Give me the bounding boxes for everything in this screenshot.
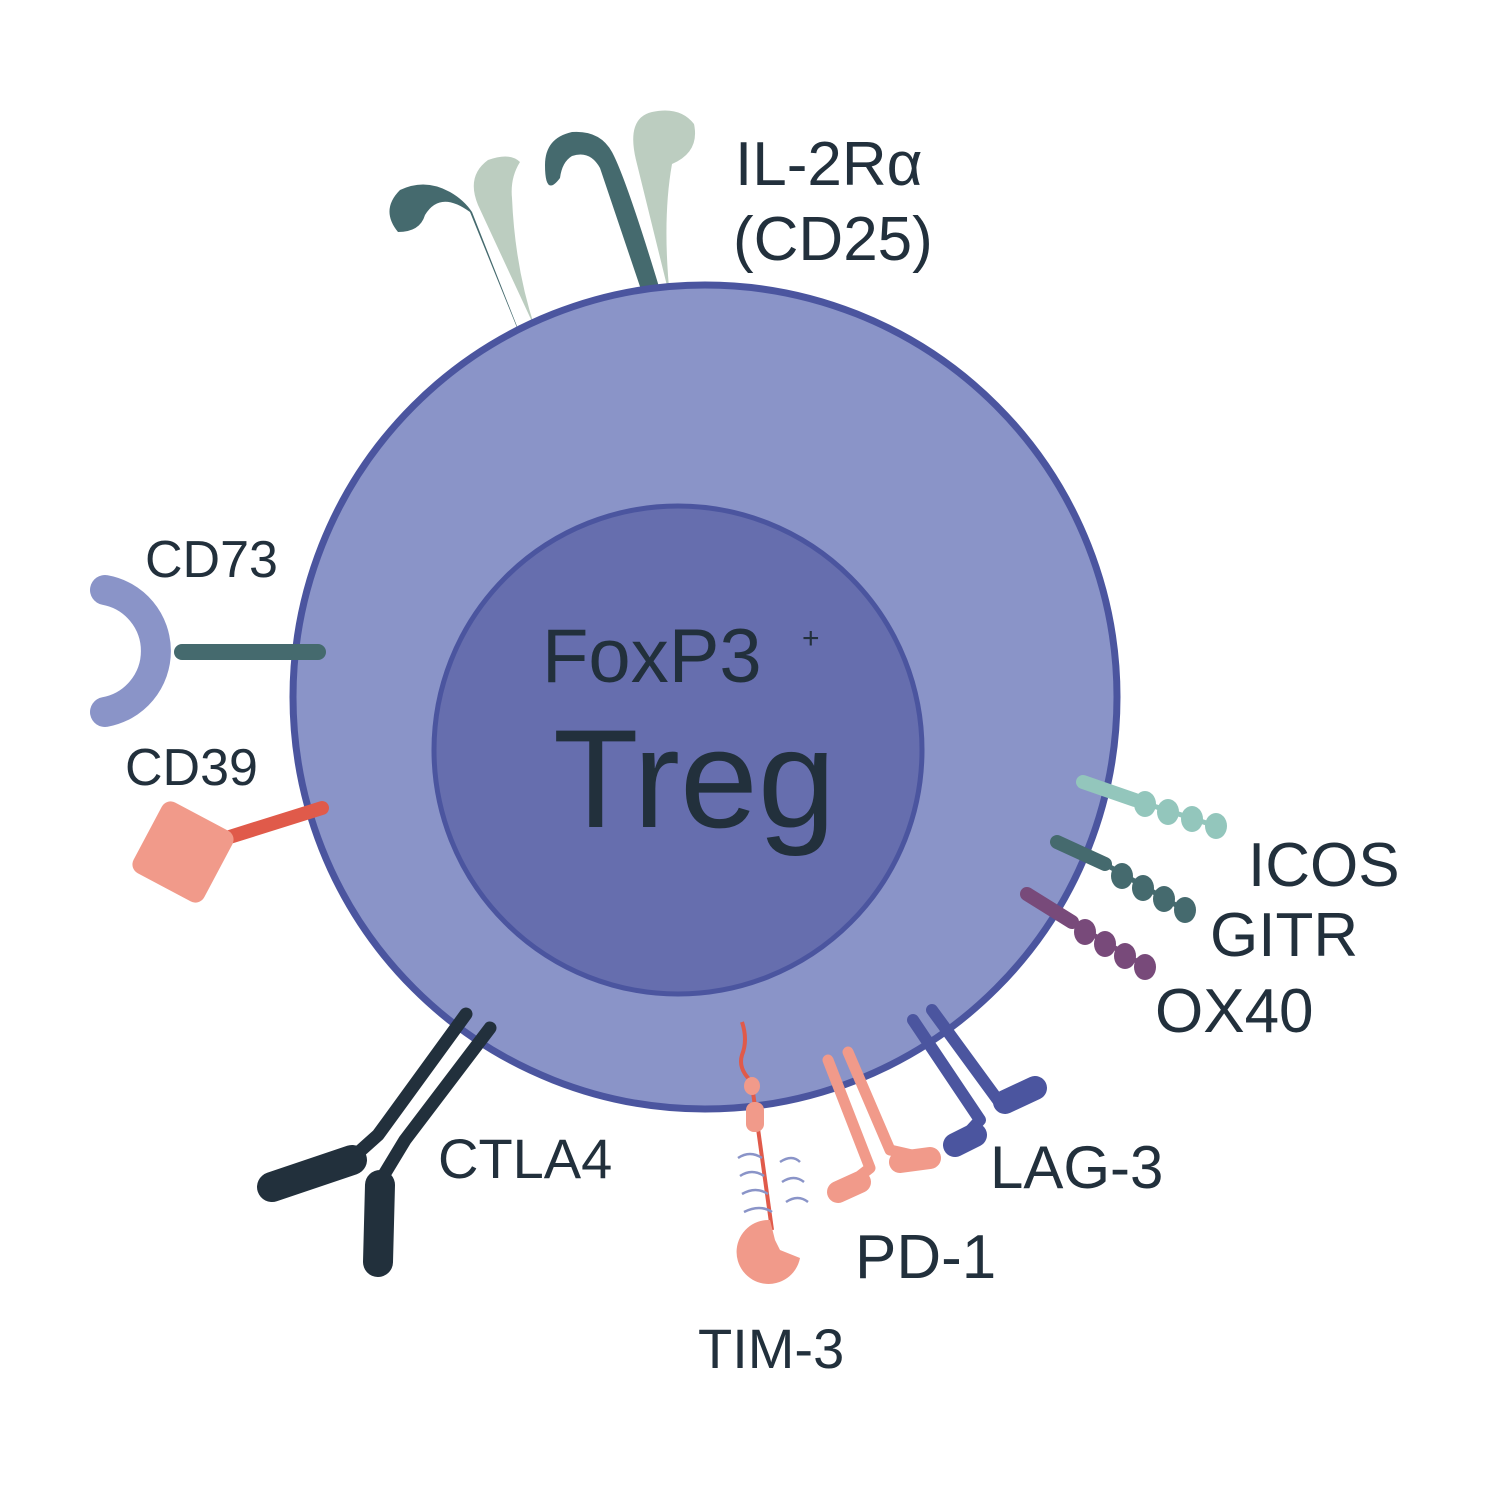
marker-label: FoxP3 — [542, 614, 762, 699]
ctla4-label: CTLA4 — [438, 1127, 612, 1190]
lag3-receptor — [907, 1004, 1047, 1157]
cd39-label: CD39 — [125, 739, 258, 797]
il2ra-receptor-right — [545, 131, 660, 340]
il2ra-label-line2: (CD25) — [733, 205, 933, 274]
gitr-label: GITR — [1210, 901, 1358, 970]
il2ra-receptor-left — [389, 184, 535, 372]
gitr-receptor — [1050, 835, 1196, 923]
cd39-receptor — [132, 801, 329, 903]
ctla4-receptor — [257, 1007, 497, 1277]
marker-superscript: + — [802, 622, 820, 655]
nucleus — [431, 503, 925, 997]
pd1-label: PD-1 — [855, 1223, 996, 1292]
ox40-label: OX40 — [1155, 977, 1314, 1046]
icos-label: ICOS — [1248, 831, 1400, 900]
cd73-receptor — [90, 575, 326, 727]
tim3-label: TIM-3 — [698, 1317, 844, 1380]
cell-type-label: Treg — [553, 700, 836, 857]
il2ra-receptor-left-light — [473, 156, 535, 328]
cd73-label: CD73 — [145, 531, 278, 589]
ox40-receptor — [1020, 887, 1156, 980]
tim3-receptor — [736, 1021, 809, 1284]
il2ra-receptor-right-light — [633, 110, 696, 298]
icos-receptor — [1076, 775, 1227, 839]
il2ra-label-line1: IL-2Rα — [735, 130, 922, 199]
lag3-label: LAG-3 — [990, 1134, 1163, 1201]
pd1-receptor — [822, 1046, 941, 1203]
